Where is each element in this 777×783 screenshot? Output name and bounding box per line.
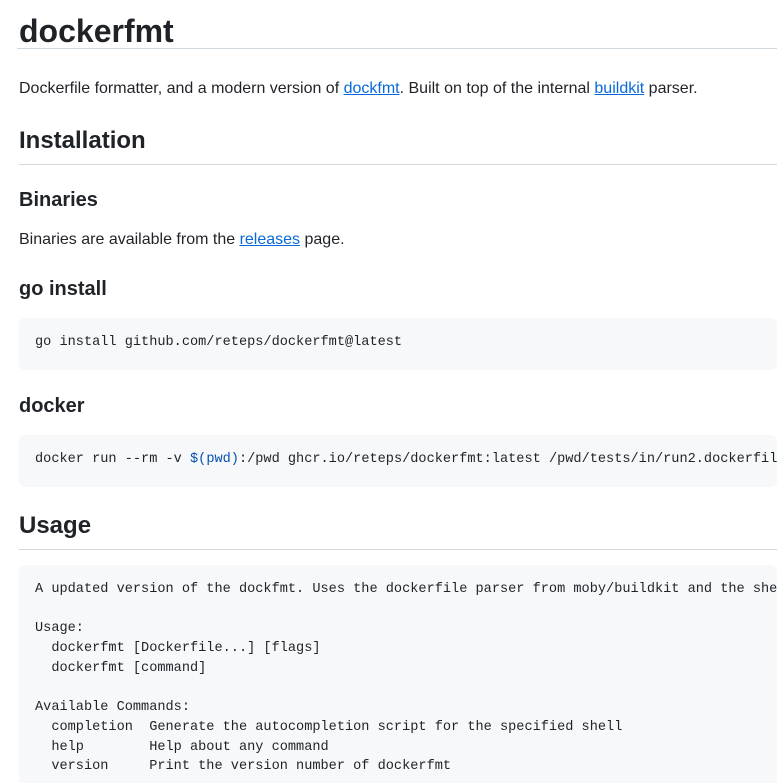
intro-text-after: parser. [644, 80, 698, 97]
releases-link[interactable]: releases [239, 231, 301, 248]
usage-line: help Help about any command [35, 739, 329, 755]
go-install-code-block[interactable]: go install github.com/reteps/dockerfmt@l… [19, 318, 777, 370]
docker-heading: docker [19, 395, 85, 417]
binaries-text-before: Binaries are available from the [19, 231, 240, 248]
page-title: dockerfmt [17, 0, 777, 49]
usage-line: Usage: [35, 621, 84, 637]
installation-heading: Installation [19, 126, 777, 165]
usage-code-block[interactable]: A updated version of the dockfmt. Uses t… [19, 565, 777, 783]
docker-code-block[interactable]: docker run --rm -v $(pwd):/pwd ghcr.io/r… [19, 435, 777, 487]
dockfmt-link[interactable]: dockfmt [343, 80, 400, 97]
usage-line [35, 679, 761, 699]
usage-line: A updated version of the dockfmt. Uses t… [35, 582, 777, 597]
docker-code-variable: $(pwd) [190, 452, 239, 467]
go-install-code: go install github.com/reteps/dockerfmt@l… [35, 335, 403, 350]
intro-paragraph: Dockerfile formatter, and a modern versi… [19, 77, 698, 101]
usage-line: version Print the version number of dock… [35, 759, 452, 775]
usage-line [35, 600, 761, 620]
usage-line: completion Generate the autocompletion s… [35, 719, 623, 735]
usage-heading: Usage [19, 511, 777, 550]
go-install-heading: go install [19, 278, 107, 300]
usage-line: Available Commands: [35, 700, 190, 716]
intro-text-middle: . Built on top of the internal [399, 80, 595, 97]
docker-code-after: :/pwd ghcr.io/reteps/dockerfmt:latest /p… [238, 452, 777, 467]
usage-line: dockerfmt [command] [35, 660, 207, 676]
binaries-text-after: page. [300, 231, 345, 248]
buildkit-link[interactable]: buildkit [594, 80, 645, 97]
binaries-heading: Binaries [19, 189, 98, 211]
intro-text-before: Dockerfile formatter, and a modern versi… [19, 80, 344, 97]
usage-line: dockerfmt [Dockerfile...] [flags] [35, 641, 321, 657]
binaries-paragraph: Binaries are available from the releases… [19, 228, 345, 252]
docker-code-before: docker run --rm -v [35, 452, 190, 467]
